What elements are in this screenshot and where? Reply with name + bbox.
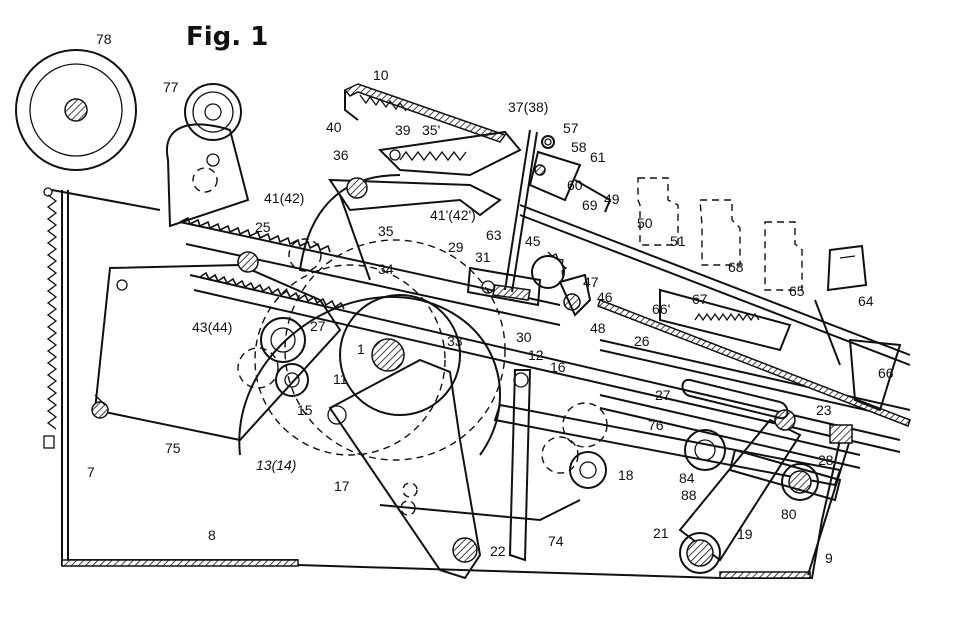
label-39: 39 [395,122,411,138]
roll-78 [15,49,137,171]
label-35: 35 [378,223,394,239]
slider-30 [466,129,542,307]
label-30: 30 [516,329,532,345]
label-7: 7 [87,464,95,480]
label-23: 23 [816,402,832,418]
label-88: 88 [681,487,697,503]
label-48: 48 [590,320,606,336]
label-67: 67 [692,291,708,307]
label-9: 9 [825,550,833,566]
label-35-prime: 35' [422,122,440,138]
label-64: 64 [858,293,874,309]
reference-labels: 78 77 10 40 39 35' 37(38) 57 58 61 60 36… [87,31,894,566]
label-77: 77 [163,79,179,95]
label-50: 50 [637,215,653,231]
label-74: 74 [548,533,564,549]
main-gear-assembly [238,239,506,461]
label-76: 76 [648,417,664,433]
label-27-a: 27 [310,318,326,334]
label-13-14: 13(14) [256,457,296,473]
label-43-44: 43(44) [192,319,232,335]
pin-57 [528,135,612,213]
label-65: 65 [789,283,805,299]
label-75: 75 [165,440,181,456]
label-58: 58 [571,139,587,155]
label-10: 10 [373,67,389,83]
label-45: 45 [525,233,541,249]
label-21: 21 [653,525,669,541]
label-37-38: 37(38) [508,99,548,115]
label-12: 12 [528,347,544,363]
label-8: 8 [208,527,216,543]
label-15: 15 [297,402,313,418]
pinion-45 [531,251,592,317]
upper-rack-25 [179,216,561,326]
label-41-42-prime: 41'(42') [430,207,476,223]
label-29: 29 [448,239,464,255]
left-spring [43,187,161,449]
label-18: 18 [618,467,634,483]
label-78: 78 [96,31,112,47]
housing-frame [61,190,851,579]
label-1: 1 [357,341,365,357]
top-cover-10 [343,83,507,143]
label-33: 33 [447,333,463,349]
keyboard-section [519,177,911,427]
left-gears [237,238,322,397]
label-11: 11 [333,371,348,387]
label-17: 17 [334,478,350,494]
label-69: 69 [582,197,598,213]
label-66: 66 [878,365,894,381]
label-63: 63 [486,227,502,243]
label-28: 28 [818,452,834,468]
label-47: 47 [583,274,599,290]
slot-27 [681,378,789,420]
arm-19 [678,409,853,574]
linkage-74 [379,369,842,562]
label-51: 51 [670,233,686,249]
label-40: 40 [326,119,342,135]
label-27-b: 27 [655,387,671,403]
label-46: 46 [597,289,613,305]
reel-77 [165,83,250,228]
label-80: 80 [781,506,797,522]
label-66-prime: 66' [652,301,670,317]
label-41-42: 41(42) [264,190,304,206]
plate-17 [327,358,482,580]
label-26: 26 [634,333,650,349]
label-60: 60 [567,177,583,193]
label-34: 34 [378,261,394,277]
label-36: 36 [333,147,349,163]
label-16: 16 [550,359,566,375]
label-31: 31 [475,249,491,265]
label-57: 57 [563,120,579,136]
label-84: 84 [679,470,695,486]
figure-title: Fig. 1 [186,22,268,52]
label-19: 19 [737,526,753,542]
label-61: 61 [590,149,606,165]
label-68: 68 [728,259,744,275]
label-25: 25 [255,219,271,235]
label-22: 22 [490,543,506,559]
label-49: 49 [604,191,620,207]
